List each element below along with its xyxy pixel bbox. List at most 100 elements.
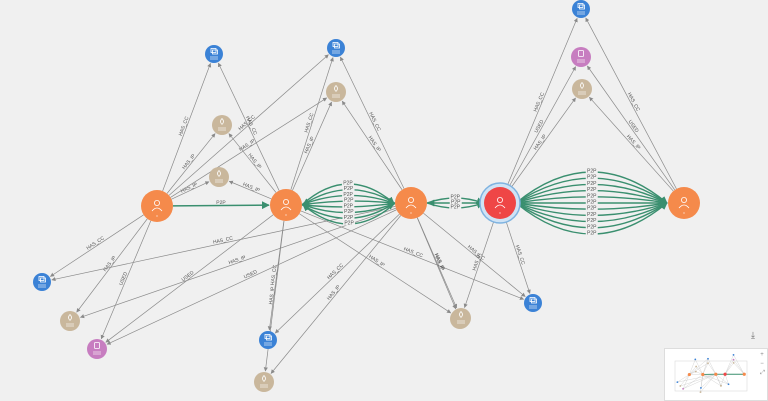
minimap-node — [707, 362, 709, 365]
edge-p2p[interactable]: P2P — [302, 197, 396, 208]
minimap-edge — [724, 359, 734, 375]
edge-has-cc[interactable]: HAS_CC — [290, 57, 334, 190]
node-ip[interactable] — [60, 311, 80, 331]
zoom-out-icon[interactable]: − — [760, 361, 764, 367]
edge-label: P2P — [343, 181, 353, 187]
edge-label: USED — [534, 119, 546, 134]
credit-card-icon — [332, 42, 340, 49]
edge-p2p[interactable]: P2P — [515, 174, 668, 204]
minimap-edge — [689, 363, 709, 375]
edge-has-cc[interactable]: HAS_CC — [162, 62, 212, 192]
fit-view-icon[interactable]: ⤢ — [760, 370, 765, 376]
credit-card-icon — [210, 48, 218, 55]
edge-has-cc[interactable]: HAS_CC — [49, 214, 144, 277]
edge-has-cc[interactable]: HAS_CC — [300, 210, 525, 300]
minimap-edge — [680, 374, 690, 387]
edge-p2p[interactable]: P2P — [172, 200, 270, 210]
node-person[interactable] — [141, 190, 173, 222]
edge-label-bg — [585, 168, 598, 174]
edge-label: P2P — [587, 218, 597, 224]
minimap-node — [742, 372, 746, 376]
node-creditcard[interactable] — [524, 294, 542, 312]
edge-p2p[interactable]: P2P — [301, 200, 395, 209]
location-pin-icon — [459, 310, 463, 318]
edge-p2p[interactable]: P2P — [302, 202, 396, 215]
zoom-in-icon[interactable]: + — [760, 352, 764, 358]
node-creditcard[interactable] — [259, 331, 277, 349]
edge-has-ip[interactable]: HAS_IP — [79, 207, 396, 319]
node-ip[interactable] — [451, 308, 471, 328]
edge-has-ip[interactable]: HAS_IP — [417, 217, 458, 309]
edge-label: HAS_IP — [625, 134, 642, 152]
edge-used[interactable]: USED — [587, 65, 676, 191]
edge-has-cc[interactable]: HAS_CC — [340, 56, 405, 189]
edge-p2p[interactable]: P2P — [515, 202, 668, 224]
minimap-edge — [702, 374, 729, 385]
edge-has-ip[interactable]: HAS_IP — [463, 218, 496, 308]
edge-p2p[interactable]: P2P — [515, 180, 668, 204]
node-ip[interactable] — [209, 167, 229, 187]
minimap-edge — [715, 374, 722, 386]
edge-has-ip[interactable]: HAS_IP — [171, 181, 210, 200]
edge-has-ip[interactable]: HAS_IP — [299, 213, 452, 314]
node-creditcard[interactable] — [205, 45, 223, 63]
edge-label: HAS_CC — [85, 235, 106, 251]
edge-p2p[interactable]: P2P — [301, 202, 395, 221]
edge-has-ip[interactable]: HAS_IP — [228, 180, 272, 200]
node-ip[interactable] — [254, 372, 274, 392]
minimap-edge — [700, 374, 716, 393]
minimap-edge — [689, 359, 696, 375]
minimap-edge — [702, 374, 721, 386]
node-ip[interactable] — [212, 115, 232, 135]
edge-used[interactable]: USED — [507, 66, 576, 190]
edge-has-ip[interactable]: HAS_IP — [270, 215, 402, 374]
node-device[interactable] — [571, 47, 591, 67]
edge-p2p[interactable]: P2P — [515, 202, 668, 230]
minimap-edge — [724, 354, 734, 375]
edge-p2p[interactable]: P2P — [516, 199, 668, 207]
edge-p2p[interactable]: P2P — [515, 193, 668, 206]
edge-p2p[interactable]: P2P — [515, 200, 668, 212]
edge-has-ip[interactable]: HAS_IP — [589, 96, 674, 192]
node-person[interactable] — [479, 182, 521, 224]
minimap-node — [727, 383, 730, 386]
edge-p2p[interactable]: P2P — [301, 191, 395, 206]
node-person[interactable] — [270, 189, 302, 221]
edge-label-bg — [585, 211, 598, 217]
node-person[interactable] — [395, 187, 427, 219]
minimap-edge — [707, 358, 716, 375]
node-person[interactable] — [668, 187, 700, 219]
edge-has-cc[interactable]: HAS_CC — [504, 218, 531, 294]
node-creditcard[interactable] — [572, 0, 590, 18]
minimap[interactable]: + − ⤢ — [664, 348, 768, 401]
edge-label: P2P — [344, 220, 354, 226]
edge-p2p[interactable]: P2P — [515, 168, 668, 204]
edge-p2p[interactable]: P2P — [515, 201, 668, 218]
edge-p2p[interactable]: P2P — [515, 202, 668, 237]
edge-used[interactable]: USED — [100, 220, 152, 340]
edge-has-cc[interactable]: HAS_CC — [274, 213, 400, 334]
device-icon — [578, 50, 584, 57]
node-creditcard[interactable] — [33, 273, 51, 291]
edge-p2p[interactable]: P2P — [426, 201, 484, 211]
node-creditcard[interactable] — [327, 39, 345, 57]
node-device[interactable] — [87, 339, 107, 359]
edge-used[interactable]: USED — [106, 209, 397, 345]
edge-p2p[interactable]: P2P — [515, 187, 668, 205]
edge-label-bg — [449, 204, 462, 210]
minimap-node — [720, 384, 722, 387]
minimap-edge — [733, 354, 745, 375]
edge-p2p[interactable]: P2P — [301, 180, 395, 206]
edge-has-cc[interactable]: HAS_CC — [585, 17, 677, 190]
download-icon[interactable]: ⤓ — [751, 330, 755, 340]
edge-p2p[interactable]: P2P — [302, 186, 396, 206]
minimap-node — [707, 357, 709, 360]
node-ip[interactable] — [572, 79, 592, 99]
edge-has-cc[interactable]: HAS_CC — [505, 17, 578, 189]
minimap-node — [732, 353, 735, 356]
edge-has-cc[interactable]: HAS_CC — [51, 206, 396, 282]
edge-p2p[interactable]: P2P — [302, 202, 396, 226]
edge-label: HAS_IP — [102, 255, 118, 273]
node-ip[interactable] — [326, 82, 346, 102]
